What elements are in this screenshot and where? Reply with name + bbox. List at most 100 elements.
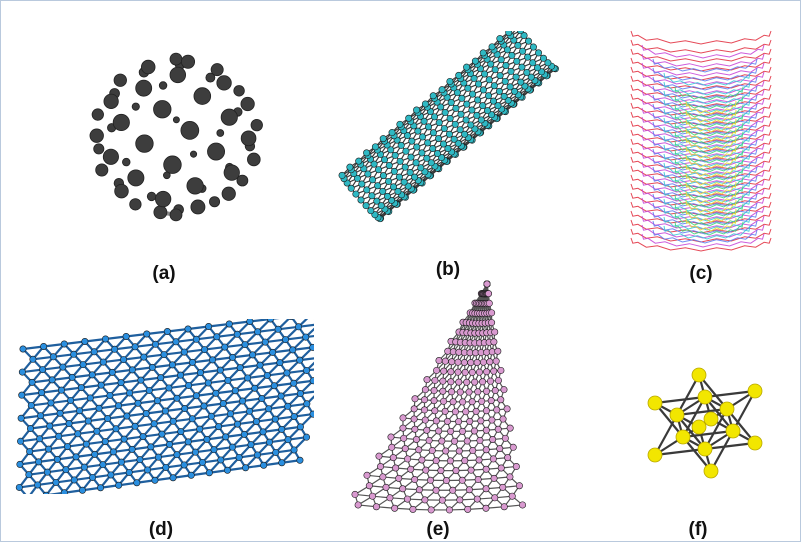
nanotube-atom — [414, 127, 422, 135]
nanocone-atom — [421, 386, 429, 394]
nanotube-atom — [469, 90, 477, 98]
graphene-atom — [152, 340, 160, 348]
fullerene-atom — [193, 87, 212, 105]
graphene-atom — [267, 319, 274, 323]
diamond-atom — [747, 383, 763, 399]
graphene-atom — [284, 402, 292, 410]
nanocone-atom — [449, 486, 457, 494]
multiwall-ring — [674, 185, 744, 200]
diamond-atom — [691, 419, 707, 435]
graphene-atom — [148, 363, 156, 371]
nanotube-atom — [444, 145, 452, 153]
nanocone-atom — [386, 494, 394, 502]
nanotube-atom — [470, 74, 478, 82]
nanocone-atom — [421, 496, 429, 504]
graphene-atom — [180, 348, 188, 356]
graphene-atom — [153, 397, 161, 405]
nanocone-atom — [494, 347, 502, 355]
graphene-atom — [296, 423, 304, 431]
multiwall-ring — [685, 109, 737, 124]
graphene-atom — [173, 394, 181, 402]
nanocone-atom — [475, 368, 483, 376]
nanocone-atom — [389, 454, 397, 462]
nanotube-atom — [488, 43, 496, 51]
nanocone-atom — [399, 485, 407, 493]
multiwall-ring — [685, 163, 737, 178]
diamond-bond — [654, 447, 706, 457]
nanocone-atom — [490, 338, 498, 346]
nanotube-atom — [400, 178, 408, 186]
nanocone-atom — [451, 437, 459, 445]
diamond-atom — [747, 435, 763, 451]
graphene-atom — [228, 443, 236, 451]
nanocone-atom — [501, 434, 509, 442]
nanocone-atom — [445, 506, 453, 514]
nanocone-atom — [430, 387, 438, 395]
graphene-atom — [16, 460, 24, 468]
graphene-atom — [37, 412, 45, 420]
nanotube-atom — [429, 129, 437, 137]
graphene-atom — [158, 430, 166, 438]
graphene-atom — [236, 364, 244, 372]
nanotube-atom — [431, 113, 439, 121]
nanocone-atom — [466, 417, 474, 425]
nanocone-atom — [403, 495, 411, 503]
nanotube-atom — [508, 51, 516, 59]
nanocone-atom — [483, 387, 491, 395]
nanocone-atom — [422, 466, 430, 474]
nanocone-atom — [474, 388, 482, 396]
nanocone-atom — [427, 506, 435, 514]
graphene-atom — [187, 471, 195, 479]
multiwall-ring — [685, 136, 737, 151]
graphene-atom — [160, 351, 168, 359]
nanocone-atom — [490, 474, 498, 482]
graphene-atom — [252, 418, 260, 426]
multiwall-ring — [663, 81, 751, 96]
nanotube-atom — [473, 111, 481, 119]
nanotube-atom — [403, 132, 411, 140]
nanotube-atom — [529, 43, 537, 51]
graphene-atom — [198, 458, 206, 466]
nanotube-atom — [379, 172, 387, 180]
graphene-atom — [79, 361, 87, 369]
graphene-atom — [39, 366, 47, 374]
caption-f: (f) — [688, 519, 708, 540]
graphene-atom — [89, 473, 97, 481]
nanotube-atom — [494, 102, 502, 110]
graphene-atom — [106, 391, 114, 399]
nanocone-atom — [473, 495, 481, 503]
graphene-atom — [265, 405, 273, 413]
graphene-atom — [102, 335, 110, 343]
fullerene-atom — [216, 75, 232, 91]
nanocone-atom — [485, 299, 493, 307]
caption-b: (b) — [435, 259, 461, 280]
panel-f-diamond — [599, 301, 799, 501]
graphene-atom — [271, 415, 279, 423]
diamond-atom — [691, 367, 707, 383]
nanotube-atom — [437, 103, 445, 111]
diamond-bond — [704, 389, 756, 399]
graphene-atom — [55, 432, 63, 440]
nanocone-atom — [411, 425, 419, 433]
nanocone-atom — [363, 471, 371, 479]
nanocone-atom — [400, 434, 408, 442]
nanocone-atom — [462, 408, 470, 416]
graphene-atom — [26, 425, 34, 433]
nanotube-atom — [516, 31, 524, 35]
nanotube-atom — [527, 73, 535, 81]
nanocone-image — [351, 280, 527, 514]
nanocone-atom — [395, 474, 403, 482]
graphene-atom — [150, 420, 158, 428]
fullerene-atom — [221, 186, 236, 201]
nanotube-atom — [424, 123, 432, 131]
graphene-atom — [19, 345, 27, 353]
nanotube-atom — [412, 159, 420, 167]
nanocone-atom — [411, 395, 419, 403]
graphene-atom — [225, 320, 233, 328]
nanotube-atom — [390, 167, 398, 175]
graphene-atom — [123, 412, 131, 420]
graphene-atom — [60, 340, 68, 348]
multiwall-ring — [630, 30, 772, 45]
graphene-atom — [188, 415, 196, 423]
graphene-atom — [239, 397, 247, 405]
